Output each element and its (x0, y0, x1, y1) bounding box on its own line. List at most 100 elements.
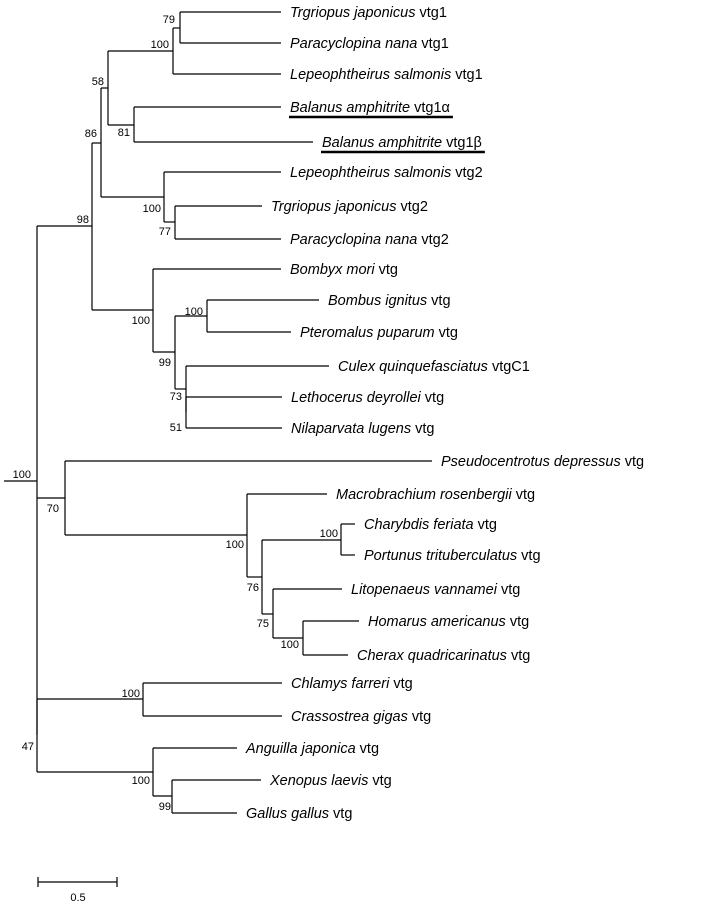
bootstrap-n100g: 100 (281, 639, 299, 651)
taxon-label-t1: Trgriopus japonicus vtg1 (290, 5, 447, 21)
scale-bar: 0.5 (37, 877, 118, 904)
bootstrap-n99a: 99 (159, 357, 171, 369)
taxon-label-t21: Cherax quadricarinatus vtg (357, 648, 530, 664)
gene-name: vtg (512, 487, 535, 503)
bootstrap-n81: 81 (118, 127, 130, 139)
species-name: Lethocerus deyrollei (291, 390, 422, 406)
gene-name: vtgC1 (488, 359, 530, 375)
species-name: Xenopus laevis (269, 773, 368, 789)
bootstrap-n76: 76 (247, 582, 259, 594)
bootstrap-n77: 77 (159, 226, 171, 238)
bootstrap-values: 7910058818610077981001009973511007010010… (13, 14, 338, 813)
gene-name: vtg1 (415, 5, 446, 21)
species-name: Pteromalus puparum (300, 325, 435, 341)
bootstrap-n86: 86 (85, 128, 97, 140)
taxon-label-t15: Pseudocentrotus depressus vtg (441, 454, 644, 470)
bootstrap-n100f: 100 (226, 539, 244, 551)
gene-name: vtg (435, 325, 458, 341)
bootstrap-n58: 58 (92, 76, 104, 88)
species-name: Macrobrachium rosenbergii (336, 487, 512, 503)
taxon-label-t24: Anguilla japonica vtg (245, 741, 379, 757)
gene-name: vtg (621, 454, 644, 470)
species-name: Lepeophtheirus salmonis (290, 165, 451, 181)
species-name: Anguilla japonica (245, 741, 356, 757)
taxon-label-t7: Trgriopus japonicus vtg2 (271, 199, 428, 215)
gene-name: vtg (368, 773, 391, 789)
gene-name: vtg (427, 293, 450, 309)
gene-name: vtg1β (442, 135, 482, 151)
species-name: Chlamys farreri (291, 676, 390, 692)
gene-name: vtg1α (410, 100, 450, 116)
species-name: Paracyclopina nana (290, 232, 417, 248)
gene-name: vtg2 (396, 199, 427, 215)
taxon-label-t2: Paracyclopina nana vtg1 (290, 36, 449, 52)
taxon-label-t14: Nilaparvata lugens vtg (291, 421, 434, 437)
taxon-label-t12: Culex quinquefasciatus vtgC1 (338, 359, 530, 375)
species-name: Paracyclopina nana (290, 36, 417, 52)
scale-bar-label: 0.5 (70, 892, 85, 904)
taxon-label-t25: Xenopus laevis vtg (269, 773, 392, 789)
gene-name: vtg (356, 741, 379, 757)
gene-name: vtg (408, 709, 431, 725)
bootstrap-n51: 51 (170, 422, 182, 434)
gene-name: vtg (389, 676, 412, 692)
taxon-label-t26: Gallus gallus vtg (246, 806, 352, 822)
bootstrap-n98: 98 (77, 214, 89, 226)
gene-name: vtg (474, 517, 497, 533)
bootstrap-n99b: 99 (159, 801, 171, 813)
bootstrap-n75: 75 (257, 618, 269, 630)
taxon-label-t4: Balanus amphitrite vtg1α (290, 100, 450, 116)
gene-name: vtg2 (417, 232, 448, 248)
species-name: Crassostrea gigas (291, 709, 408, 725)
bootstrap-n73: 73 (170, 391, 182, 403)
taxon-label-t9: Bombyx mori vtg (290, 262, 398, 278)
species-name: Charybdis feriata (364, 517, 474, 533)
species-name: Bombyx mori (290, 262, 375, 278)
gene-name: vtg2 (451, 165, 482, 181)
gene-name: vtg (517, 548, 540, 564)
gene-name: vtg (497, 582, 520, 598)
bootstrap-n100b: 100 (143, 203, 161, 215)
species-name: Trgriopus japonicus (271, 199, 396, 215)
gene-name: vtg (506, 614, 529, 630)
bootstrap-n47: 47 (22, 741, 34, 753)
tree-branches (4, 11, 432, 814)
taxon-label-t13: Lethocerus deyrollei vtg (291, 390, 444, 406)
gene-name: vtg (329, 806, 352, 822)
taxon-label-t5: Balanus amphitrite vtg1β (322, 135, 482, 151)
gene-name: vtg (421, 390, 444, 406)
bootstrap-n100a: 100 (151, 39, 169, 51)
species-name: Homarus americanus (368, 614, 506, 630)
species-name: Lepeophtheirus salmonis (290, 67, 451, 83)
gene-name: vtg1 (451, 67, 482, 83)
taxon-label-t8: Paracyclopina nana vtg2 (290, 232, 449, 248)
gene-name: vtg (411, 421, 434, 437)
species-name: Gallus gallus (246, 806, 329, 822)
gene-name: vtg (507, 648, 530, 664)
species-name: Nilaparvata lugens (291, 421, 411, 437)
bootstrap-n100e: 100 (320, 528, 338, 540)
bootstrap-n100root: 100 (13, 469, 31, 481)
bootstrap-n100h: 100 (122, 688, 140, 700)
taxon-underlines (289, 115, 485, 154)
species-name: Cherax quadricarinatus (357, 648, 507, 664)
taxon-label-t3: Lepeophtheirus salmonis vtg1 (290, 67, 483, 83)
bootstrap-n100d: 100 (132, 315, 150, 327)
bootstrap-n70: 70 (47, 503, 59, 515)
taxon-label-t10: Bombus ignitus vtg (328, 293, 451, 309)
taxon-label-t19: Litopenaeus vannamei vtg (351, 582, 520, 598)
species-name: Balanus amphitrite (322, 135, 442, 151)
taxon-label-t17: Charybdis feriata vtg (364, 517, 497, 533)
taxon-label-t18: Portunus trituberculatus vtg (364, 548, 541, 564)
bootstrap-n100i: 100 (132, 775, 150, 787)
gene-name: vtg1 (417, 36, 448, 52)
species-name: Bombus ignitus (328, 293, 427, 309)
taxon-label-t20: Homarus americanus vtg (368, 614, 529, 630)
species-name: Pseudocentrotus depressus (441, 454, 621, 470)
gene-name: vtg (375, 262, 398, 278)
taxon-label-t11: Pteromalus puparum vtg (300, 325, 458, 341)
bootstrap-n100c: 100 (185, 306, 203, 318)
taxon-label-t6: Lepeophtheirus salmonis vtg2 (290, 165, 483, 181)
